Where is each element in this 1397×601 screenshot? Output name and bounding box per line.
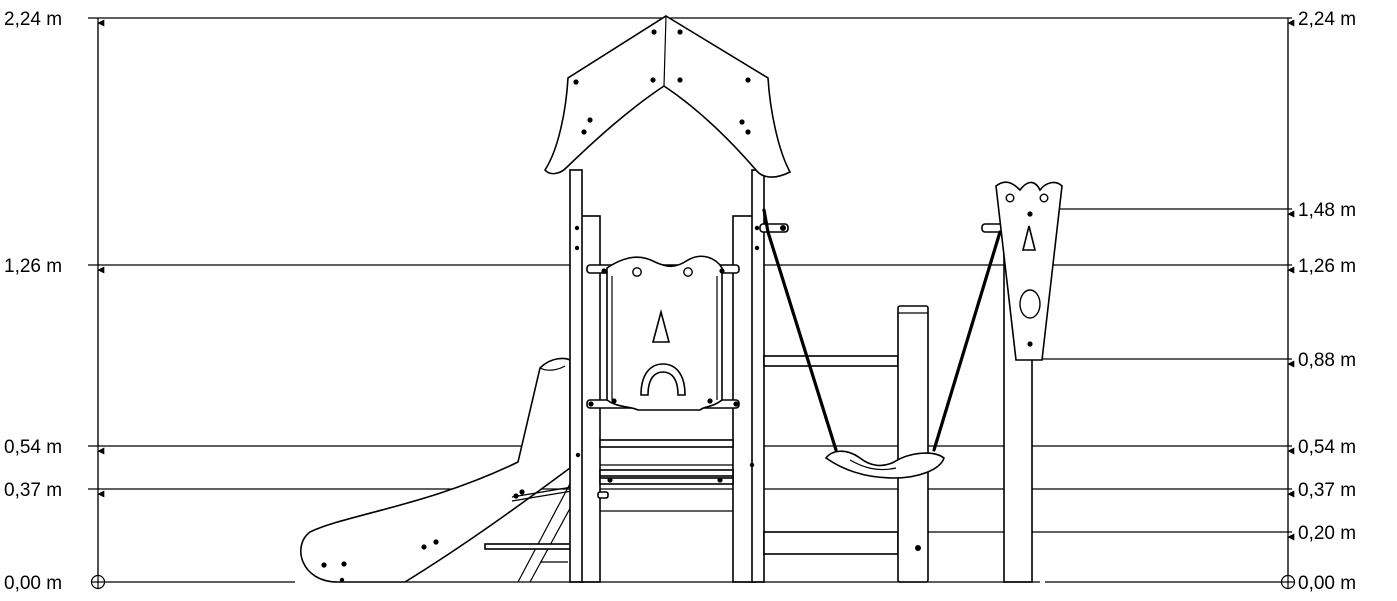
right-label-1-26: 1,26 m [1298, 256, 1356, 277]
right-dimension-labels: 2,24 m 1,48 m 1,26 m 0,88 m 0,54 m 0,37 … [1298, 9, 1356, 594]
right-label-0-54: 0,54 m [1298, 437, 1356, 458]
left-dimension-labels: 2,24 m 1,26 m 0,54 m 0,37 m 0,00 m [4, 9, 62, 594]
right-label-0-88: 0,88 m [1298, 350, 1356, 371]
left-dimension-axis [90, 18, 106, 590]
left-label-0-37: 0,37 m [4, 480, 62, 501]
middle-post [897, 305, 929, 583]
dimension-lines [88, 17, 1292, 583]
right-label-0-20: 0,20 m [1298, 523, 1356, 544]
right-label-1-48: 1,48 m [1298, 200, 1356, 221]
slide [300, 357, 571, 583]
swing [759, 208, 1005, 479]
tower [569, 169, 765, 583]
roof [544, 15, 792, 178]
right-label-0-37: 0,37 m [1298, 480, 1356, 501]
right-label-2-24: 2,24 m [1298, 9, 1356, 30]
left-label-0-00: 0,00 m [4, 573, 62, 594]
connecting-beams [763, 355, 899, 555]
left-label-2-24: 2,24 m [4, 9, 62, 30]
left-label-1-26: 1,26 m [4, 256, 62, 277]
right-dimension-axis [1280, 18, 1296, 590]
left-label-0-54: 0,54 m [4, 437, 62, 458]
right-label-0-00: 0,00 m [1298, 573, 1356, 594]
ladder [484, 479, 581, 583]
swing-frame-post [995, 181, 1063, 583]
